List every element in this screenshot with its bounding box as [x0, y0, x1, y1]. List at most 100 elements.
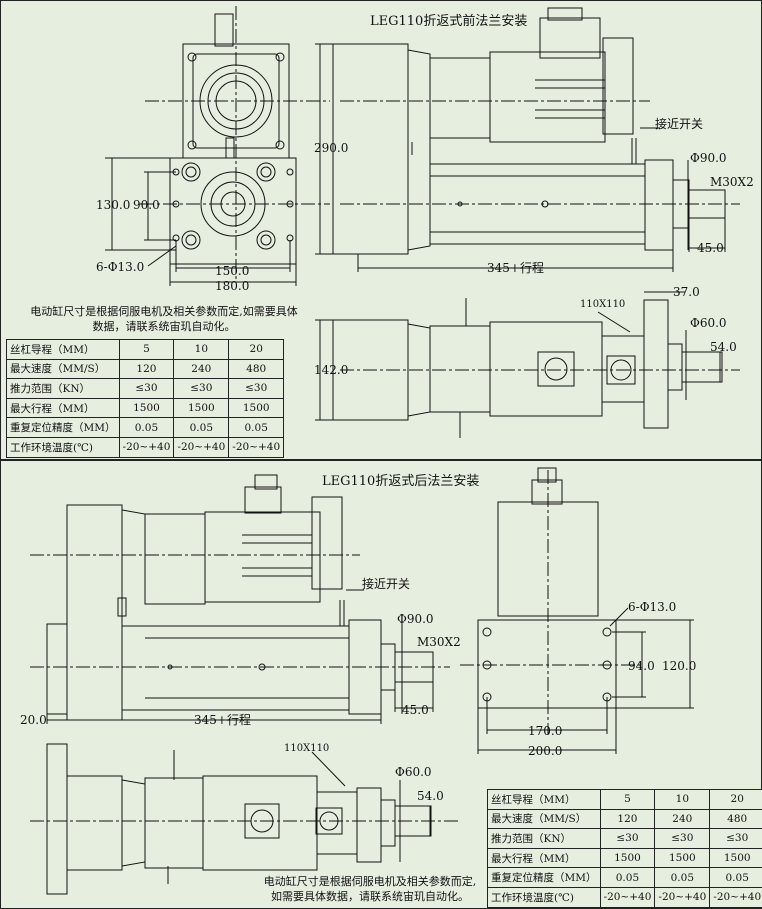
bottom-title: LEG110折返式后法兰安装 — [322, 474, 480, 489]
bottom-dim-phi60: Φ60.0 — [395, 765, 432, 779]
top-dim-holes: 6-Φ13.0 — [96, 260, 144, 274]
bottom-dim-120: 120.0 — [662, 659, 696, 673]
spec-value-cell: 1500 — [599, 847, 656, 869]
bottom-dim-200: 200.0 — [528, 744, 562, 758]
bottom-dim-170: 170.0 — [528, 724, 562, 738]
spec-value-cell: ≤30 — [599, 828, 656, 849]
front-side-view — [315, 7, 740, 272]
spec-value-cell: -20~+40 — [654, 886, 711, 908]
spec-label-cell: 丝杠导程（MM） — [487, 789, 601, 810]
spec-value-cell: 240 — [173, 358, 230, 380]
top-dim-phi60: Φ60.0 — [690, 316, 727, 330]
top-note: 电动缸尺寸是根据伺服电机及相关参数而定,如需要具体 数据，请联系统宙玑自动化。 — [14, 304, 314, 334]
bottom-dim-holes: 6-Φ13.0 — [628, 600, 676, 614]
spec-value-cell: -20~+40 — [118, 436, 175, 458]
spec-value-cell: 0.05 — [709, 867, 762, 888]
spec-value-cell: 480 — [709, 808, 762, 830]
top-dim-phi90: Φ90.0 — [690, 151, 727, 165]
top-dim-180: 180.0 — [215, 279, 249, 293]
spec-label-cell: 重复定位精度（MM） — [487, 867, 601, 888]
spec-value-cell: 1500 — [654, 847, 711, 869]
rear-side-view — [30, 474, 450, 724]
top-dim-290: 290.0 — [314, 141, 348, 155]
spec-value-cell: 0.05 — [654, 867, 711, 888]
top-dim-54: 54.0 — [710, 340, 737, 354]
bottom-switch-label: 接近开关 — [362, 576, 410, 591]
spec-value-cell: 20 — [709, 789, 762, 810]
bottom-dim-20: 20.0 — [20, 713, 47, 727]
spec-value-cell: 0.05 — [173, 417, 230, 438]
spec-value-cell: -20~+40 — [709, 886, 762, 908]
spec-label-cell: 丝杠导程（MM） — [6, 339, 120, 360]
bottom-dim-54: 54.0 — [417, 789, 444, 803]
spec-row: 推力范围（KN）≤30≤30≤30 — [487, 828, 762, 849]
top-note-line-2: 数据，请联系统宙玑自动化。 — [92, 320, 236, 333]
spec-value-cell: ≤30 — [173, 378, 230, 399]
top-dim-stroke: 345+行程 — [487, 260, 544, 275]
spec-value-cell: 1500 — [118, 397, 175, 419]
spec-row: 工作环境温度(℃)-20~+40-20~+40-20~+40 — [487, 886, 762, 908]
spec-value-cell: 480 — [228, 358, 285, 380]
spec-label-cell: 最大速度（MM/S） — [487, 808, 601, 830]
spec-value-cell: ≤30 — [228, 378, 285, 399]
spec-value-cell: 240 — [654, 808, 711, 830]
top-dim-37: 37.0 — [673, 285, 700, 299]
spec-value-cell: 120 — [599, 808, 656, 830]
spec-label-cell: 重复定位精度（MM） — [6, 417, 120, 438]
bottom-note-line-1: 电动缸尺寸是根据伺服电机及相关参数而定, — [263, 875, 477, 888]
spec-value-cell: 120 — [118, 358, 175, 380]
rear-top-view — [30, 743, 460, 895]
spec-label-cell: 推力范围（KN） — [6, 378, 120, 399]
spec-value-cell: 10 — [173, 339, 230, 360]
spec-value-cell: 20 — [228, 339, 285, 360]
top-switch-label: 接近开关 — [655, 116, 703, 131]
spec-row: 工作环境温度(℃)-20~+40-20~+40-20~+40 — [6, 436, 285, 458]
top-dim-thread: M30X2 — [710, 175, 754, 189]
bottom-dim-45: 45.0 — [402, 703, 429, 717]
spec-value-cell: 10 — [654, 789, 711, 810]
spec-value-cell: -20~+40 — [173, 436, 230, 458]
bottom-dim-stroke: 345+行程 — [194, 712, 251, 727]
top-dim-110x110: 110X110 — [580, 299, 625, 310]
spec-label-cell: 最大行程（MM） — [6, 397, 120, 419]
spec-value-cell: 0.05 — [228, 417, 285, 438]
top-dim-130: 130.0 — [96, 198, 130, 212]
spec-value-cell: ≤30 — [709, 828, 762, 849]
top-dim-150: 150.0 — [215, 264, 249, 278]
front-top-view — [315, 291, 740, 438]
spec-row: 推力范围（KN）≤30≤30≤30 — [6, 378, 285, 399]
spec-label-cell: 最大速度（MM/S） — [6, 358, 120, 380]
top-dim-142: 142.0 — [314, 363, 348, 377]
top-dim-90: 90.0 — [133, 198, 160, 212]
bottom-dim-phi90: Φ90.0 — [397, 612, 434, 626]
spec-value-cell: 1500 — [228, 397, 285, 419]
spec-value-cell: 1500 — [173, 397, 230, 419]
spec-value-cell: 0.05 — [599, 867, 656, 888]
spec-label-cell: 工作环境温度(℃) — [6, 436, 120, 458]
bottom-dim-110x110: 110X110 — [284, 743, 329, 754]
bottom-dim-thread: M30X2 — [417, 635, 461, 649]
spec-value-cell: ≤30 — [118, 378, 175, 399]
spec-value-cell: 5 — [118, 339, 175, 360]
spec-value-cell: 1500 — [709, 847, 762, 869]
bottom-note: 电动缸尺寸是根据伺服电机及相关参数而定, 如需要具体数据，请联系统宙玑自动化。 — [262, 874, 478, 904]
front-end-view — [105, 6, 330, 286]
spec-value-cell: ≤30 — [654, 828, 711, 849]
bottom-dim-94: 94.0 — [628, 659, 655, 673]
bottom-note-line-2: 如需要具体数据，请联系统宙玑自动化。 — [271, 890, 469, 903]
top-dim-45: 45.0 — [697, 241, 724, 255]
top-note-line-1: 电动缸尺寸是根据伺服电机及相关参数而定,如需要具体 — [30, 305, 298, 318]
